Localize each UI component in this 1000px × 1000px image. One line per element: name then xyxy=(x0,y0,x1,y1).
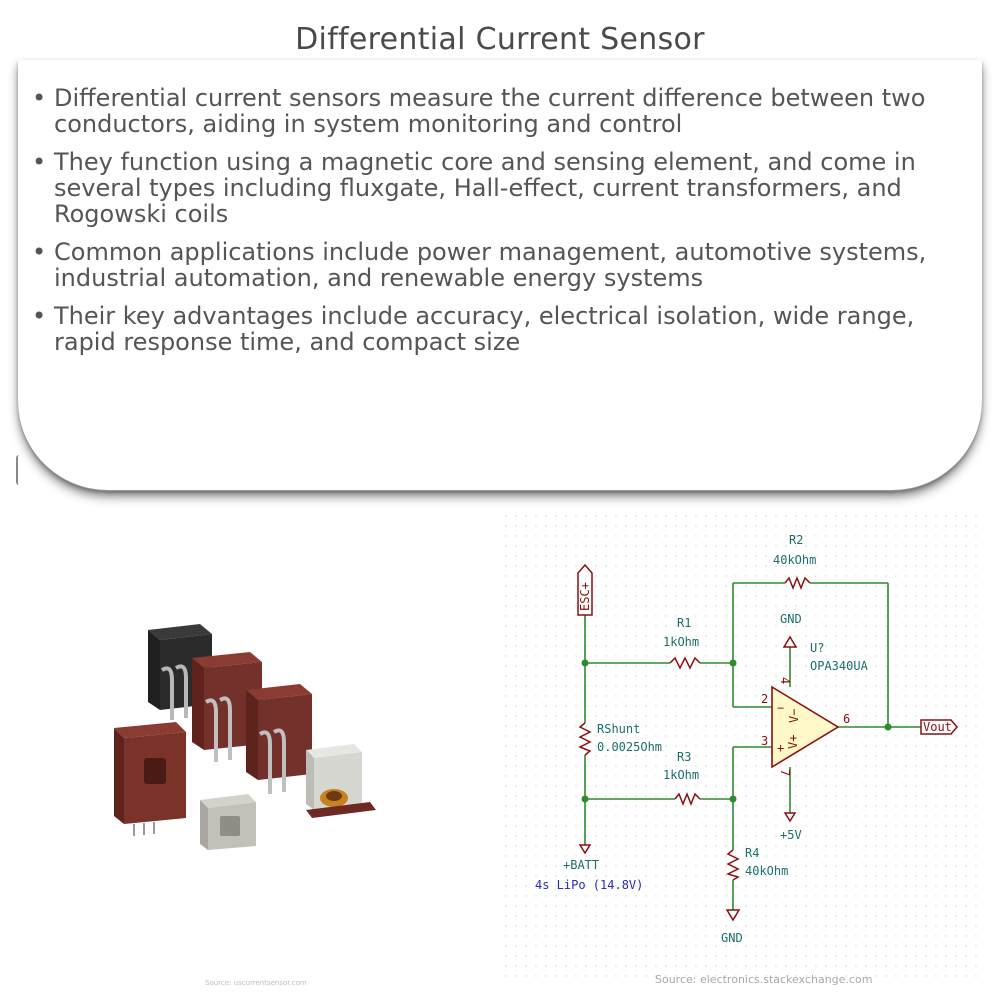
grid-background xyxy=(505,515,985,985)
resistor-r1 xyxy=(669,656,701,670)
esc-port-icon xyxy=(577,563,593,616)
bullet-item: •They function using a magnetic core and… xyxy=(30,149,960,227)
op-amp-symbol xyxy=(771,685,840,769)
bullet-marker: • xyxy=(32,238,47,266)
r4-name: R4 xyxy=(745,846,759,860)
bullet-marker: • xyxy=(32,148,47,176)
bullet-item: •Common applications include power manag… xyxy=(30,239,960,291)
bullet-text: They function using a magnetic core and … xyxy=(54,148,916,228)
brown-sensor-window xyxy=(114,722,186,836)
resistor-r3 xyxy=(674,791,701,807)
resistor-r2 xyxy=(784,575,811,591)
bullet-text: Common applications include power manage… xyxy=(54,238,927,292)
r3-name: R3 xyxy=(677,750,691,764)
pin-6-label: 6 xyxy=(843,712,850,726)
silver-sensor xyxy=(200,794,256,850)
page-title: Differential Current Sensor xyxy=(295,22,705,57)
opamp-part: OPA340UA xyxy=(810,659,869,673)
vout-label: Vout xyxy=(923,720,952,734)
r1-name: R1 xyxy=(677,616,691,630)
rshunt-name: RShunt xyxy=(597,722,640,736)
batt-description: 4s LiPo (14.8V) xyxy=(535,878,643,892)
current-sensors-photo xyxy=(114,624,376,850)
bullet-item: •Differential current sensors measure th… xyxy=(30,85,960,137)
schematic-source: Source: electronics.stackexchange.com xyxy=(655,973,873,986)
vplus-pin-label: V+ xyxy=(786,735,800,749)
vcc-label: +5V xyxy=(780,828,802,842)
summary-card xyxy=(16,60,982,491)
vcc-arrow-icon xyxy=(783,812,797,823)
r4-value: 40kOhm xyxy=(745,864,788,878)
schematic-diagram: − + V− V+ 2 3 4 6 7 GND +5V GND ESC+ +BA… xyxy=(505,515,985,985)
batt-arrow-icon xyxy=(578,844,592,855)
r2-name: R2 xyxy=(789,533,803,547)
bullet-marker: • xyxy=(32,302,47,330)
vout-port-icon xyxy=(920,719,958,735)
vminus-pin-label: V− xyxy=(787,709,801,723)
wires xyxy=(584,582,921,910)
bullet-marker: • xyxy=(32,84,47,112)
noninverting-input-sign: + xyxy=(777,741,784,755)
gnd-bottom-label: GND xyxy=(721,931,743,945)
rshunt-value: 0.0025Ohm xyxy=(597,740,662,754)
gnd-bottom-symbol xyxy=(725,909,741,922)
r3-value: 1kOhm xyxy=(663,768,699,782)
batt-label: +BATT xyxy=(563,858,599,872)
pin-7-label: 7 xyxy=(778,769,792,776)
bullet-text: Their key advantages include accuracy, e… xyxy=(54,302,915,356)
photo-source: Source: uscurrentsensor.com xyxy=(205,979,307,987)
r1-value: 1kOhm xyxy=(663,635,699,649)
bullet-text: Differential current sensors measure the… xyxy=(54,84,926,138)
bullet-item: •Their key advantages include accuracy, … xyxy=(30,303,960,355)
coil-sensor xyxy=(306,744,376,818)
bullet-list: •Differential current sensors measure th… xyxy=(30,85,960,367)
opamp-ref: U? xyxy=(810,641,824,655)
esc-label: ESC+ xyxy=(578,582,592,611)
gnd-top-symbol xyxy=(782,635,798,648)
resistor-rshunt xyxy=(578,722,592,756)
resistor-r4 xyxy=(725,849,740,881)
inverting-input-sign: − xyxy=(777,701,784,715)
junctions xyxy=(581,659,892,803)
card-edge-decoration xyxy=(16,455,24,485)
pin-2-label: 2 xyxy=(761,692,768,706)
gnd-top-label: GND xyxy=(780,612,802,626)
r2-value: 40kOhm xyxy=(773,553,816,567)
pin-4-label: 4 xyxy=(778,677,792,684)
brown-sensor xyxy=(246,684,312,794)
pin-3-label: 3 xyxy=(761,734,768,748)
